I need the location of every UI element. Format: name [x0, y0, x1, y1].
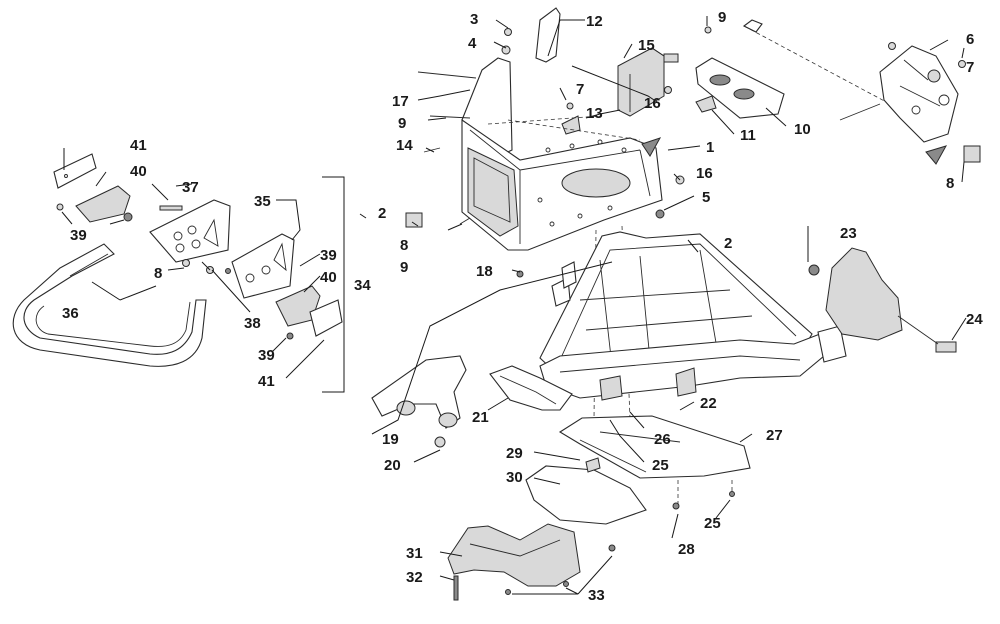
callout-34: 34 — [354, 277, 371, 294]
callout-36: 36 — [62, 305, 79, 322]
callout-25-right: 25 — [704, 515, 721, 532]
callout-6: 6 — [966, 31, 974, 48]
callout-32: 32 — [406, 569, 423, 586]
frame-front-nose — [489, 365, 573, 411]
mount-plate — [695, 57, 785, 119]
callout-41-bottom: 41 — [258, 373, 275, 390]
callout-7-right: 7 — [966, 59, 974, 76]
callout-8-left: 8 — [154, 265, 162, 282]
front-frame-assembly — [371, 231, 957, 601]
small-bracket — [695, 95, 717, 113]
bumper-mount-bracket-right — [231, 233, 295, 299]
callout-17: 17 — [392, 93, 409, 110]
callout-24: 24 — [966, 311, 983, 328]
bulkhead-oval-opening — [561, 168, 631, 198]
bumper-bar — [12, 243, 207, 367]
callout-40-mid: 40 — [320, 269, 337, 286]
callout-16-top: 16 — [644, 95, 661, 112]
rear-mount-bracket — [825, 247, 903, 341]
callout-5: 5 — [702, 189, 710, 206]
callout-1: 1 — [706, 139, 714, 156]
callout-10: 10 — [794, 121, 811, 138]
callout-12: 12 — [586, 13, 603, 30]
callout-28: 28 — [678, 541, 695, 558]
callout-22: 22 — [700, 395, 717, 412]
steering-bar — [742, 19, 763, 33]
callout-15: 15 — [638, 37, 655, 54]
callout-7-center: 7 — [576, 81, 584, 98]
callout-37: 37 — [182, 179, 199, 196]
skid-plate-middle — [525, 465, 647, 525]
callout-39-bottom: 39 — [258, 347, 275, 364]
front-bumper-assembly — [12, 153, 345, 393]
callout-39-mid: 39 — [320, 247, 337, 264]
callout-16-right: 16 — [696, 165, 713, 182]
callout-9-bottom: 9 — [400, 259, 408, 276]
rubber-bumper-left — [405, 212, 423, 228]
callout-33: 33 — [588, 587, 605, 604]
callout-38: 38 — [244, 315, 261, 332]
callout-27: 27 — [766, 427, 783, 444]
callout-29: 29 — [506, 445, 523, 462]
callout-35: 35 — [254, 193, 271, 210]
callout-8-right: 8 — [946, 175, 954, 192]
steering-support-assembly — [742, 19, 966, 165]
reflector-upper — [53, 153, 97, 189]
rubber-bumper-right — [963, 145, 981, 163]
callout-30: 30 — [506, 469, 523, 486]
reflector-lower — [309, 299, 343, 337]
callout-21: 21 — [472, 409, 489, 426]
callout-4: 4 — [468, 35, 477, 52]
callout-3: 3 — [470, 11, 478, 28]
callout-11: 11 — [740, 127, 756, 144]
callout-19: 19 — [382, 431, 399, 448]
skid-plate-front — [558, 415, 751, 479]
callout-20: 20 — [384, 457, 401, 474]
callout-40-top: 40 — [130, 163, 147, 180]
callout-41-top: 41 — [130, 137, 147, 154]
bulkhead-bracket-top — [535, 7, 561, 63]
callout-31: 31 — [406, 545, 423, 562]
callout-9-top: 9 — [718, 9, 726, 26]
bulkhead-assembly — [405, 7, 981, 421]
callout-9-left: 9 — [398, 115, 406, 132]
callout-2-left: 2 — [378, 205, 386, 222]
callout-18: 18 — [476, 263, 493, 280]
callout-2-center: 2 — [724, 235, 732, 252]
callout-39-top: 39 — [70, 227, 87, 244]
reflector-bracket-lower — [275, 285, 321, 327]
bumper-mount-bracket — [149, 199, 231, 263]
callout-14: 14 — [396, 137, 413, 154]
callout-8-center: 8 — [400, 237, 408, 254]
callout-23: 23 — [840, 225, 857, 242]
reflector-bracket-upper — [75, 185, 131, 223]
callout-26: 26 — [654, 431, 671, 448]
callout-25-center: 25 — [652, 457, 669, 474]
bulkhead-opening — [467, 147, 519, 237]
leader-lines — [61, 16, 967, 595]
callout-13: 13 — [586, 105, 603, 122]
callout-labels: 3 4 12 15 9 6 7 17 7 16 9 13 10 11 14 1 … — [62, 9, 983, 604]
steering-support-bracket — [879, 45, 959, 143]
